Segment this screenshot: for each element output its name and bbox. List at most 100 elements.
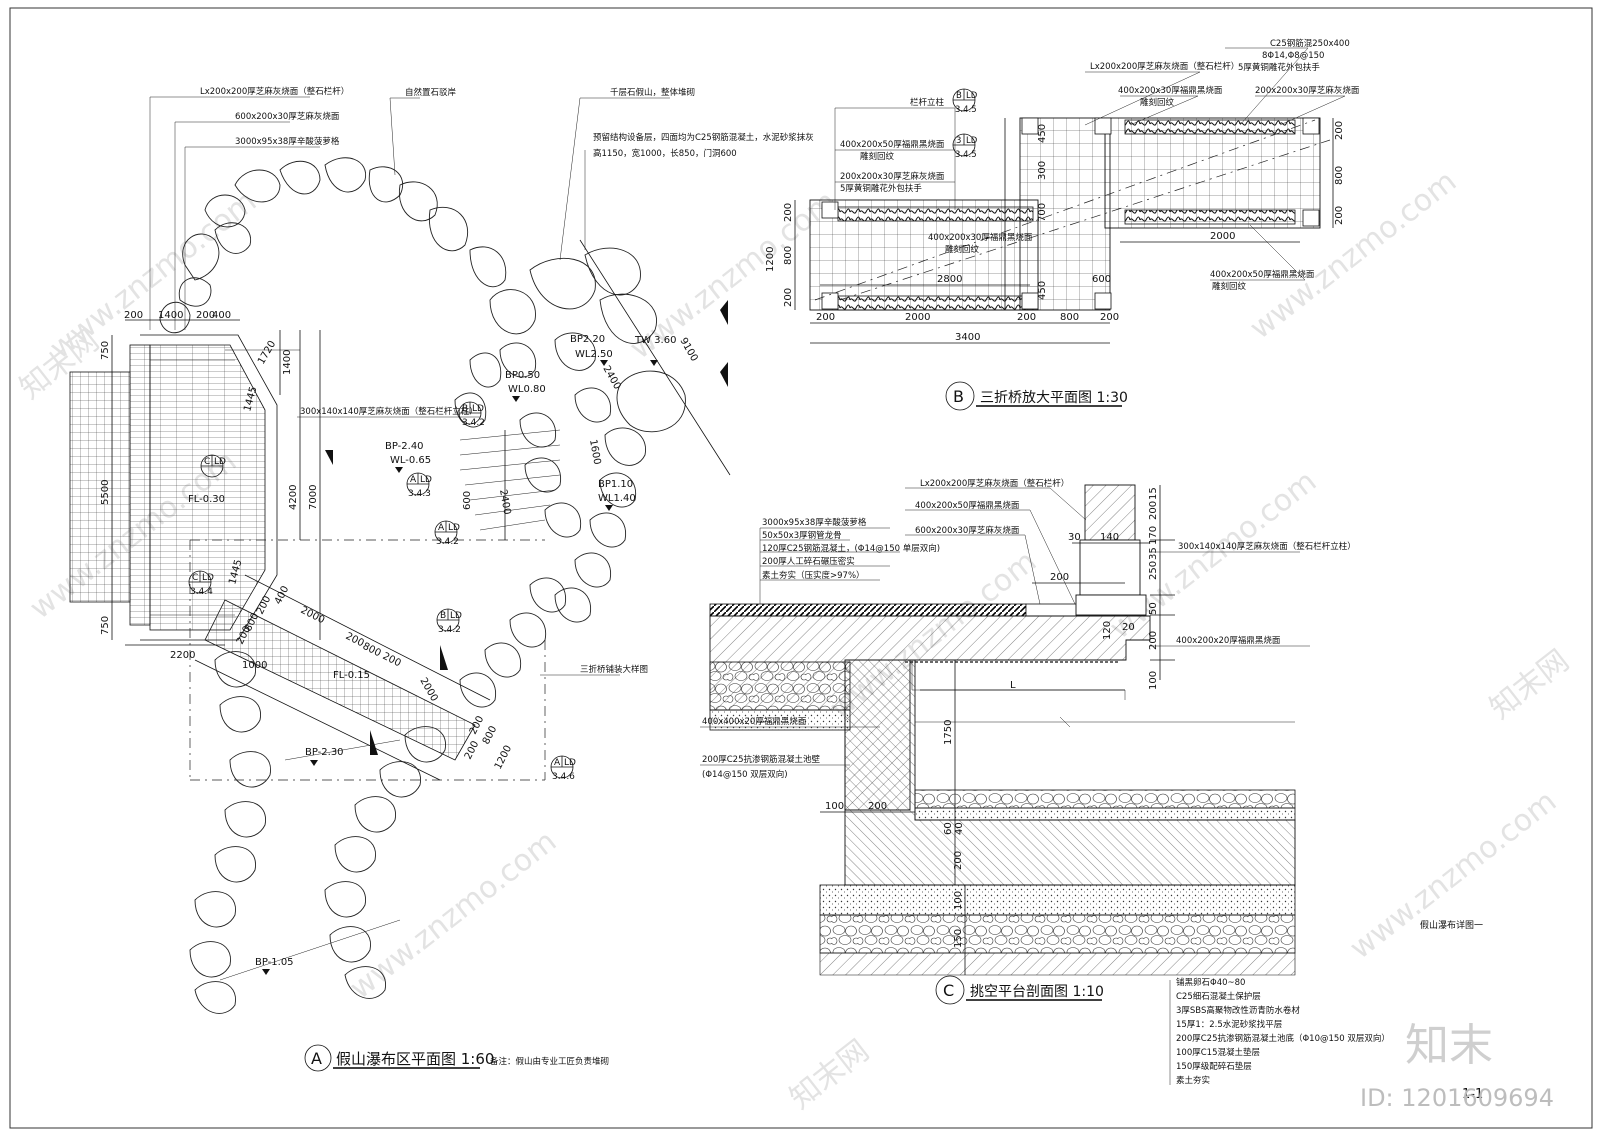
dim: 50: [1148, 602, 1159, 615]
callout: 300x140x140厚芝麻灰烧面（整石栏杆立柱）: [300, 406, 478, 417]
layer-item: 200厚C25抗渗钢筋混凝土池底（Φ10@150 双层双向）: [1176, 1033, 1390, 1044]
dim: 2400: [600, 364, 622, 392]
dim: 120: [1102, 621, 1113, 640]
layer-item: 150厚级配碎石垫层: [1176, 1061, 1252, 1072]
dim: 35: [1148, 547, 1159, 560]
dim: 1400: [282, 350, 293, 375]
callout: 600x200x30厚芝麻灰烧面: [915, 525, 1020, 536]
dim: 200: [468, 714, 486, 736]
badge-a-letter: A: [311, 1049, 322, 1068]
callout: 素土夯实（压实度>97%）: [762, 570, 865, 581]
callout: 自然置石驳岸: [405, 87, 457, 98]
callout: C25钢筋混250x400: [1270, 38, 1350, 49]
callout: 400x200x30厚福鼎黑烧面: [928, 232, 1033, 243]
svg-text:3.4.3: 3.4.3: [408, 489, 431, 499]
dim: 200: [953, 851, 964, 870]
dim: 200: [783, 288, 794, 307]
dim: 2200: [170, 650, 195, 661]
level: TW 3.60: [634, 335, 676, 346]
dim: 750: [100, 341, 111, 360]
svg-text:A: A: [410, 475, 417, 485]
dim: 3400: [955, 332, 980, 343]
dim: 7000: [308, 485, 319, 510]
plan-a-title: 假山瀑布区平面图 1:60: [336, 1050, 494, 1068]
section-c: 15 200 170 35 250 50 200 100 30 140 200 …: [700, 478, 1483, 1086]
level: WL2.50: [575, 349, 613, 360]
callout: (Φ14@150 双层双向): [702, 769, 788, 780]
svg-text:C: C: [192, 573, 198, 583]
svg-text:3.4.2: 3.4.2: [438, 625, 461, 635]
dim: 600: [462, 491, 473, 510]
layer-item: 铺黑卵石Φ40~80: [1176, 977, 1245, 988]
svg-text:3.4.6: 3.4.6: [552, 772, 575, 782]
callout: 栏杆立柱: [910, 97, 945, 108]
svg-text:LD: LD: [472, 404, 484, 414]
callout: Lx200x200厚芝麻灰烧面（整石栏杆）: [1090, 61, 1239, 72]
svg-text:LD: LD: [214, 457, 226, 467]
dim: 15: [1148, 487, 1159, 500]
callout: 3000x95x38厚辛酸菠萝格: [235, 136, 340, 147]
svg-text:LD: LD: [564, 758, 576, 768]
level: BP-2.30: [305, 747, 344, 758]
dim: 150: [953, 929, 964, 948]
level: WL1.40: [598, 493, 636, 504]
dim: 2400: [497, 489, 512, 516]
idx: LD: [966, 91, 978, 101]
callout: 5厚黄铜雕花外包扶手: [1238, 62, 1320, 73]
dim: 1600: [587, 439, 602, 466]
section-c-title: 挑空平台剖面图 1:10: [970, 984, 1104, 1000]
dim: 400: [212, 310, 231, 321]
dim: 450: [1037, 281, 1048, 300]
dim: 200: [1100, 312, 1119, 323]
idx: 3.4.5: [955, 150, 977, 160]
dim: 200: [1148, 501, 1159, 520]
level: FL-0.30: [188, 494, 225, 505]
plan-b: 200 2000 200 800 200 3400 200 1200 800 2…: [765, 38, 1360, 411]
dim: 60: [943, 822, 954, 835]
svg-text:A: A: [554, 758, 561, 768]
callout: 预留结构设备层，四面均为C25钢筋混凝土，水泥砂浆抹灰: [593, 132, 814, 143]
dim: 200: [816, 312, 835, 323]
level: WL0.80: [508, 384, 546, 395]
watermark-brand: 知末: [1405, 1020, 1493, 1071]
level: BP2.20: [570, 334, 605, 345]
callout: 3000x95x38厚辛酸菠萝格: [762, 517, 867, 528]
dim: 300: [1037, 161, 1048, 180]
callout: 400x400x20厚福鼎黑烧面: [702, 716, 807, 727]
dim: 30: [1068, 532, 1081, 543]
dim: 1720: [256, 339, 278, 367]
layer-item: 素土夯实: [1176, 1075, 1210, 1086]
callout: 千层石假山，整体堆砌: [610, 87, 695, 98]
callout: 三折桥铺装大样图: [580, 664, 648, 675]
dim: 200: [463, 739, 481, 761]
level: BP1.10: [598, 479, 633, 490]
callout: 400x200x50厚福鼎黑烧面: [915, 500, 1020, 511]
watermark-site: www.znzmo.com: [343, 824, 563, 1006]
plan-a: 200 1400 200 400 750 5500 750 2200 1720 …: [69, 86, 814, 1072]
svg-text:LD: LD: [448, 523, 460, 533]
level: BP-2.40: [385, 441, 424, 452]
badge-b-letter: B: [953, 387, 964, 406]
dim: 200: [1148, 631, 1159, 650]
callout: 雕刻回纹: [1140, 97, 1175, 108]
badge-b: [945, 381, 975, 411]
dim: 1200: [493, 744, 514, 772]
idx: LD: [966, 136, 978, 146]
dim: 200: [1334, 121, 1345, 140]
watermark-cn: 知末网: [783, 1033, 875, 1116]
level: FL-0.15: [333, 670, 370, 681]
callout: Lx200x200厚芝麻灰烧面（整石栏杆）: [200, 86, 349, 97]
dim: 800: [481, 724, 499, 746]
dim: 5500: [100, 480, 111, 505]
callout: 200厚C25抗渗钢筋混凝土池壁: [702, 754, 820, 765]
svg-text:C: C: [204, 457, 210, 467]
dim: 200: [868, 801, 887, 812]
rock-chains: [189, 651, 446, 1014]
badge-c: [935, 975, 965, 1005]
level: WL-0.65: [390, 455, 431, 466]
